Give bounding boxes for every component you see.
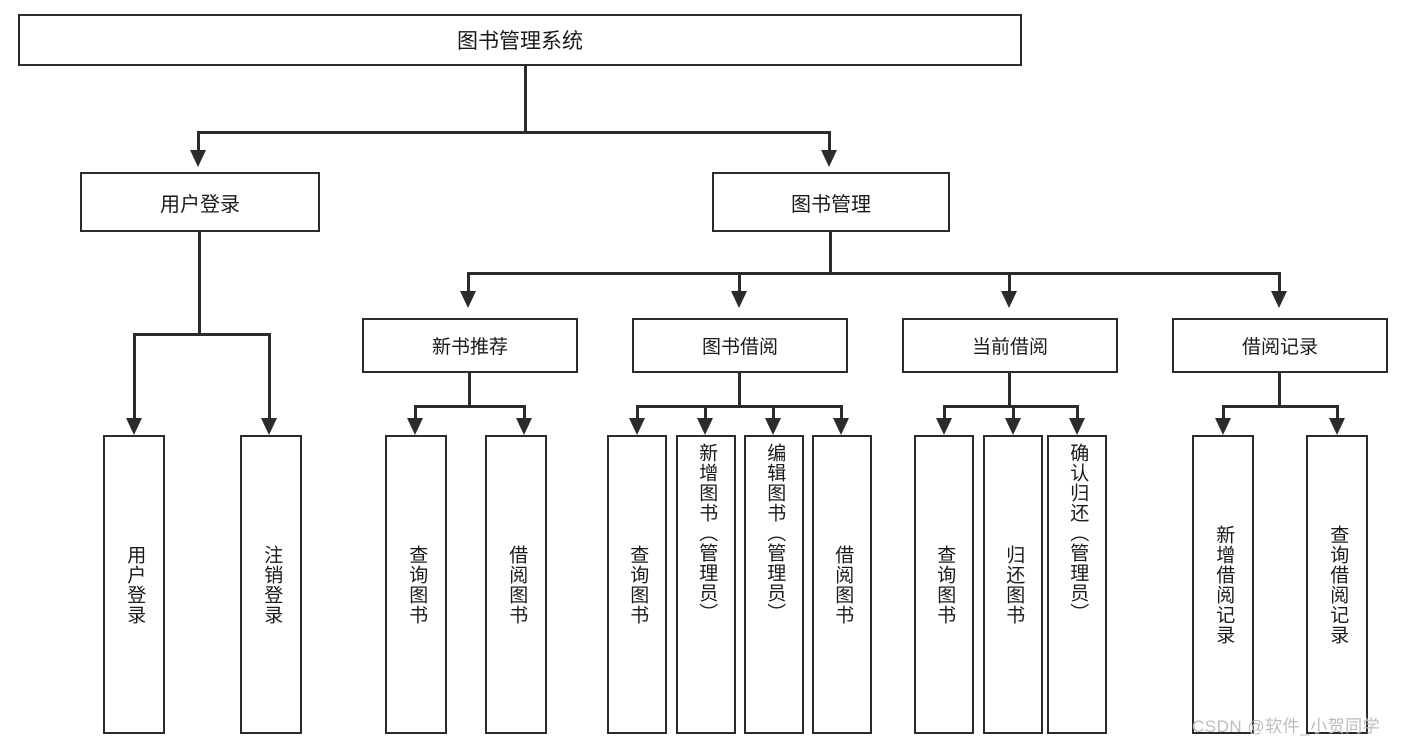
- arrowhead-leaf-user-login: [126, 418, 142, 435]
- node-book-management[interactable]: 图书管理: [712, 172, 950, 232]
- connector-br-child-2: [1336, 405, 1339, 419]
- arrowhead-bb-leaf-3: [765, 418, 781, 435]
- leaf-label: 查询图书: [934, 544, 956, 625]
- leaf-label: 借阅图书: [506, 544, 528, 625]
- leaf-query-borrow-record[interactable]: 查询借阅记录: [1306, 435, 1368, 734]
- connector-bm-child-3: [1008, 272, 1011, 292]
- leaf-label: 查询借阅记录: [1327, 524, 1349, 645]
- arrowhead-cb-leaf-2: [1005, 418, 1021, 435]
- node-label: 新书推荐: [431, 337, 508, 358]
- arrowhead-nbr-leaf-2: [516, 418, 532, 435]
- node-label: 图书管理: [791, 193, 871, 216]
- leaf-edit-book-admin[interactable]: 编辑图书（管理员）: [744, 435, 804, 734]
- arrowhead-cb-leaf-3: [1069, 418, 1085, 435]
- leaf-label: 用户登录: [124, 544, 146, 625]
- connector-cb-child-3: [1076, 405, 1079, 419]
- leaf-return-book[interactable]: 归还图书: [983, 435, 1043, 734]
- connector-bb-child-2: [704, 405, 707, 419]
- connector-root-to-user-login: [197, 131, 200, 151]
- connector-user-login-bar: [133, 333, 271, 336]
- arrowhead-leaf-logout: [261, 418, 277, 435]
- connector-nbr-bar: [414, 405, 526, 408]
- connector-br-stem: [1278, 373, 1281, 408]
- arrowhead-user-login: [190, 150, 206, 167]
- arrowhead-bb-leaf-1: [629, 418, 645, 435]
- connector-bm-child-1: [467, 272, 470, 292]
- watermark: CSDN @软件_小贺同学: [1192, 717, 1381, 736]
- leaf-borrow-book-nbr[interactable]: 借阅图书: [485, 435, 547, 734]
- connector-nbr-child-1: [414, 405, 417, 419]
- leaf-query-book-bb[interactable]: 查询图书: [607, 435, 667, 734]
- node-label: 图书借阅: [701, 337, 778, 358]
- leaf-add-borrow-record[interactable]: 新增借阅记录: [1192, 435, 1254, 734]
- arrowhead-nbr-leaf-1: [407, 418, 423, 435]
- node-new-book-recommend[interactable]: 新书推荐: [362, 318, 578, 373]
- connector-user-login-stem: [198, 232, 201, 336]
- connector-nbr-child-2: [523, 405, 526, 419]
- connector-cb-stem: [1008, 373, 1011, 408]
- leaf-label: 确认归还（管理员）: [1067, 443, 1089, 623]
- arrowhead-br-leaf-1: [1215, 418, 1231, 435]
- connector-nbr-stem: [468, 373, 471, 408]
- node-user-login[interactable]: 用户登录: [80, 172, 320, 232]
- leaf-label: 新增借阅记录: [1213, 524, 1235, 645]
- connector-bm-child-2: [738, 272, 741, 292]
- arrowhead-borrow-record: [1271, 291, 1287, 308]
- connector-bb-child-4: [840, 405, 843, 419]
- node-label: 当前借阅: [971, 337, 1048, 358]
- connector-bb-child-3: [772, 405, 775, 419]
- leaf-label: 编辑图书（管理员）: [764, 443, 786, 623]
- arrowhead-br-leaf-2: [1329, 418, 1345, 435]
- leaf-borrow-book-bb[interactable]: 借阅图书: [812, 435, 872, 734]
- node-book-borrow[interactable]: 图书借阅: [632, 318, 848, 373]
- arrowhead-bb-leaf-2: [697, 418, 713, 435]
- node-label: 用户登录: [160, 193, 240, 216]
- connector-br-bar: [1222, 405, 1339, 408]
- connector-cb-child-1: [943, 405, 946, 419]
- leaf-user-login[interactable]: 用户登录: [103, 435, 165, 734]
- arrowhead-current-borrow: [1001, 291, 1017, 308]
- leaf-logout[interactable]: 注销登录: [240, 435, 302, 734]
- leaf-label: 查询图书: [406, 544, 428, 625]
- connector-book-management-bar: [467, 272, 1281, 275]
- connector-book-management-stem: [829, 232, 832, 274]
- leaf-label: 借阅图书: [832, 544, 854, 625]
- node-label: 借阅记录: [1241, 337, 1318, 358]
- leaf-query-book-nbr[interactable]: 查询图书: [385, 435, 447, 734]
- connector-bm-child-4: [1278, 272, 1281, 292]
- node-root-book-management-system[interactable]: 图书管理系统: [18, 14, 1022, 66]
- connector-root-stem: [524, 66, 527, 132]
- arrowhead-cb-leaf-1: [936, 418, 952, 435]
- arrowhead-bb-leaf-4: [833, 418, 849, 435]
- leaf-label: 注销登录: [261, 544, 283, 625]
- leaf-confirm-return-admin[interactable]: 确认归还（管理员）: [1047, 435, 1107, 734]
- arrowhead-new-book-recommend: [460, 291, 476, 308]
- leaf-label: 新增图书（管理员）: [696, 443, 718, 623]
- connector-user-login-child-1: [133, 333, 136, 419]
- connector-bb-bar: [636, 405, 843, 408]
- node-borrow-record[interactable]: 借阅记录: [1172, 318, 1388, 373]
- leaf-add-book-admin[interactable]: 新增图书（管理员）: [676, 435, 736, 734]
- leaf-label: 归还图书: [1003, 544, 1025, 625]
- connector-bb-child-1: [636, 405, 639, 419]
- node-label: 图书管理系统: [457, 30, 583, 53]
- connector-bb-stem: [738, 373, 741, 408]
- connector-root-bar: [197, 131, 830, 134]
- leaf-query-book-cb[interactable]: 查询图书: [914, 435, 974, 734]
- connector-cb-child-2: [1012, 405, 1015, 419]
- node-current-borrow[interactable]: 当前借阅: [902, 318, 1118, 373]
- arrowhead-book-borrow: [731, 291, 747, 308]
- connector-user-login-child-2: [268, 333, 271, 419]
- arrowhead-book-management: [821, 150, 837, 167]
- leaf-label: 查询图书: [627, 544, 649, 625]
- connector-cb-bar: [943, 405, 1079, 408]
- connector-root-to-book-management: [828, 131, 831, 151]
- connector-br-child-1: [1222, 405, 1225, 419]
